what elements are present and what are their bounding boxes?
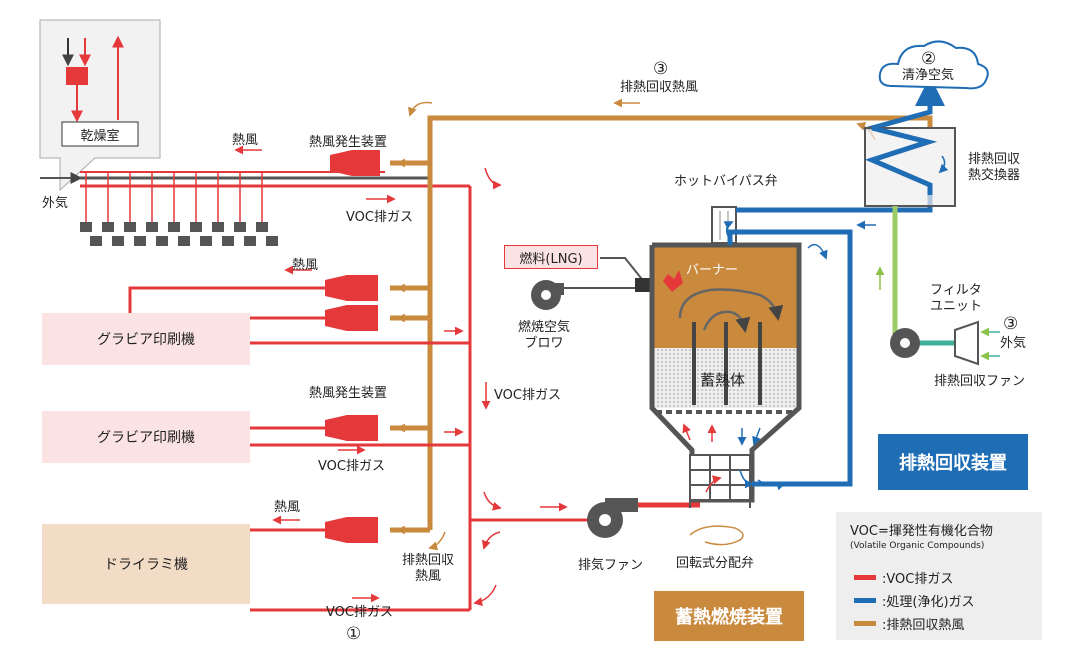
dryer-roller [80,222,92,232]
dryer-roller [134,236,146,246]
recovery-fan-assembly [890,206,1000,366]
waste-heat-hot-air-label: 排熱回収 熱風 [402,553,455,584]
drying-room-label: 乾燥室 [80,128,120,144]
voc-gas-bottom-label: VOC排ガス [326,605,393,620]
filter-unit-label: フィルタ ユニット [930,283,983,314]
recovery-fan-label: 排熱回収ファン [934,374,1026,389]
outside-air-right-label: 外気 [1000,336,1027,351]
dryer-roller [146,222,158,232]
clean-air-label: 清浄空気 [902,68,955,83]
fuel-line [600,257,655,292]
legend-swatch-hot-air [854,621,876,626]
legend-swatch-voc [854,575,876,580]
outside-air-left-label: 外気 [42,196,69,211]
hot-air-mid-label: 熱風 [292,258,319,273]
dryer-roller [112,236,124,246]
dryer-roller [124,222,136,232]
regenerative-combustion-unit-title: 蓄熱燃焼装置 [654,591,804,641]
dryer-roller [244,236,256,246]
hot-air-bottom-label: 熱風 [274,500,301,515]
waste-heat-recovery-unit-title: 排熱回収装置 [878,434,1028,490]
hot-air-generator-top-label: 熱風発生装置 [309,135,388,150]
marker-1: ① [346,624,362,644]
burner-label: バーナー [686,263,739,278]
legend-subtitle: (Volatile Organic Compounds) [850,541,985,551]
marker-2: ② [921,49,937,69]
legend-label-clean-gas: :処理(浄化)ガス [882,595,975,610]
dryer-roller [168,222,180,232]
dryer-manifold [40,171,470,188]
regenerative-oxidizer [649,242,802,508]
oxidizer-flow-arrows [682,423,761,546]
combustion-blower-shape [531,280,636,310]
dryer-rollers [80,172,278,246]
legend-item-clean-gas: :処理(浄化)ガス [854,591,975,610]
hot-bypass-valve-label: ホットバイパス弁 [674,174,778,189]
dryer-roller [200,236,212,246]
dryer-roller [256,222,268,232]
gravure-printer-1: グラビア印刷機 [42,313,250,365]
voc-gas-arrows [234,145,568,606]
legend-label-hot-air: :排熱回収熱風 [882,618,965,633]
exhaust-fan-label: 排気ファン [578,558,644,573]
hot-air-top-label: 熱風 [232,133,259,148]
waste-heat-hot-air-top-label: 排熱回収熱風 [620,80,699,95]
dryer-roller [212,222,224,232]
rotary-valve-label: 回転式分配弁 [676,556,755,571]
hot-air-generator [325,150,380,543]
legend-swatch-clean-gas [854,598,876,603]
gravure-printer-2: グラビア印刷機 [42,411,250,463]
voc-gas-center-label: VOC排ガス [494,388,561,403]
dryer-roller [178,236,190,246]
dryer-roller [90,236,102,246]
voc-gas-mid-label: VOC排ガス [318,459,385,474]
heat-exchanger-label: 排熱回収 熱交換器 [968,152,1021,183]
dryer-roller [156,236,168,246]
marker-3-top: ③ [653,59,669,79]
dryer-roller [222,236,234,246]
legend-label-voc: :VOC排ガス [882,572,954,587]
voc-gas-top-label: VOC排ガス [346,210,413,225]
drying-room-detail [39,19,161,192]
legend-item-voc: :VOC排ガス [854,568,953,587]
dryer-roller [234,222,246,232]
regenerator-label: 蓄熱体 [700,371,746,389]
marker-3-right: ③ [1003,314,1019,334]
legend-title: VOC=揮発性有機化合物 [850,524,993,539]
dryer-roller [102,222,114,232]
clean-air-cloud [878,40,989,90]
hot-air-generator-mid-label: 熱風発生装置 [309,386,388,401]
dry-laminator: ドライラミ機 [42,524,250,604]
dryer-roller [266,236,278,246]
fuel-box: 燃料(LNG) [504,245,598,269]
dryer-roller [190,222,202,232]
legend: VOC=揮発性有機化合物 (Volatile Organic Compounds… [836,512,1042,640]
heat-exchanger-shape [864,125,956,207]
exhaust-fan-shape [587,498,638,538]
combustion-blower-label: 燃焼空気 ブロワ [518,320,571,351]
legend-item-hot-air: :排熱回収熱風 [854,614,964,633]
